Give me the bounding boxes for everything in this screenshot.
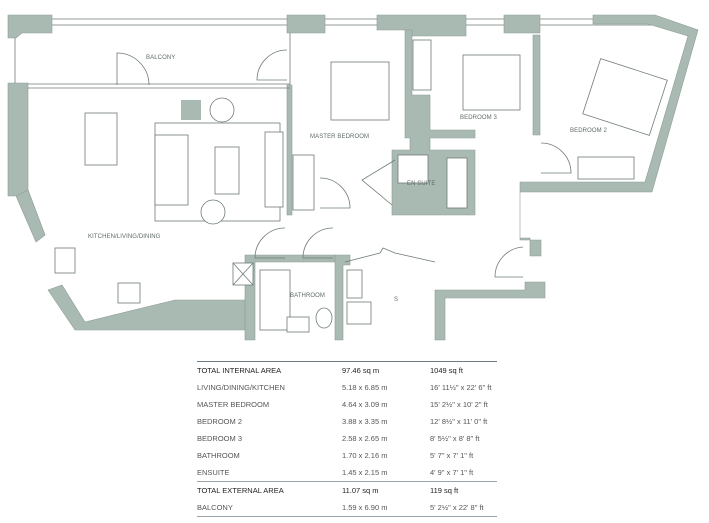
imperial-size: 12' 8½" x 11' 0" ft [430, 417, 488, 426]
room-name: TOTAL INTERNAL AREA [197, 361, 342, 379]
room-name: BATHROOM [197, 451, 240, 460]
room-label-storage: S [394, 297, 398, 303]
imperial-size: 4' 9" x 7' 1" ft [430, 464, 497, 482]
room-name: BEDROOM 3 [197, 434, 243, 443]
floor-plan: BALCONY MASTER BEDROOM BEDROOM 3 BEDROOM… [7, 14, 699, 341]
room-name: LIVING/DINING/KITCHEN [197, 383, 285, 392]
imperial-size: 15' 2½" x 10' 2" ft [430, 400, 488, 409]
table-row: MASTER BEDROOM 4.64 x 3.09 m 15' 2½" x 10'… [197, 396, 497, 413]
metric-size: 97.46 sq m [342, 361, 430, 379]
room-label-bedroom-2: BEDROOM 2 [570, 128, 607, 134]
metric-size: 5.18 x 6.85 m [342, 383, 388, 392]
imperial-size: 119 sq ft [430, 486, 459, 495]
metric-size: 1.45 x 2.15 m [342, 464, 430, 482]
imperial-size: 8' 5½" x 8' 8" ft [430, 434, 480, 443]
metric-size: 1.59 x 6.90 m [342, 499, 430, 517]
room-label-en-suite: EN SUITE [407, 181, 435, 187]
room-label-kitchen: KITCHEN/LIVING/DINING [88, 234, 161, 240]
imperial-size: 16' 11½" x 22' 6" ft [430, 383, 492, 392]
room-label-balcony: BALCONY [146, 55, 175, 61]
room-name: BEDROOM 2 [197, 417, 243, 426]
room-label-bedroom-3: BEDROOM 3 [460, 115, 497, 121]
room-label-bathroom: BATHROOM [290, 293, 325, 299]
table-row: BEDROOM 3 2.58 x 2.65 m 8' 5½" x 8' 8" ft [197, 430, 497, 447]
metric-size: 11.07 sq m [342, 486, 379, 495]
imperial-size: 5' 7" x 7' 1" ft [430, 451, 474, 460]
metric-size: 3.88 x 3.35 m [342, 417, 388, 426]
furniture [54, 39, 668, 333]
metric-size: 2.58 x 2.65 m [342, 434, 388, 443]
imperial-size: 1049 sq ft [430, 361, 497, 379]
balcony-rail [14, 33, 291, 89]
imperial-size: 5' 2½" x 22' 8" ft [430, 499, 497, 517]
metric-size: 1.70 x 2.16 m [342, 451, 388, 460]
room-name: TOTAL EXTERNAL AREA [197, 486, 284, 495]
room-label-master-bedroom: MASTER BEDROOM [310, 134, 369, 140]
exterior-windows [8, 18, 655, 26]
room-name: BALCONY [197, 499, 342, 517]
room-name: ENSUITE [197, 464, 342, 482]
table-total-row: TOTAL EXTERNAL AREA 11.07 sq m 119 sq ft [197, 482, 497, 500]
table-row: LIVING/DINING/KITCHEN 5.18 x 6.85 m 16' 11… [197, 379, 497, 396]
table-row: BATHROOM 1.70 x 2.16 m 5' 7" x 7' 1" ft [197, 447, 497, 464]
table-row: BEDROOM 2 3.88 x 3.35 m 12' 8½" x 11' 0" f… [197, 413, 497, 430]
room-name: MASTER BEDROOM [197, 400, 270, 409]
metric-size: 4.64 x 3.09 m [342, 400, 388, 409]
doors [116, 49, 572, 278]
